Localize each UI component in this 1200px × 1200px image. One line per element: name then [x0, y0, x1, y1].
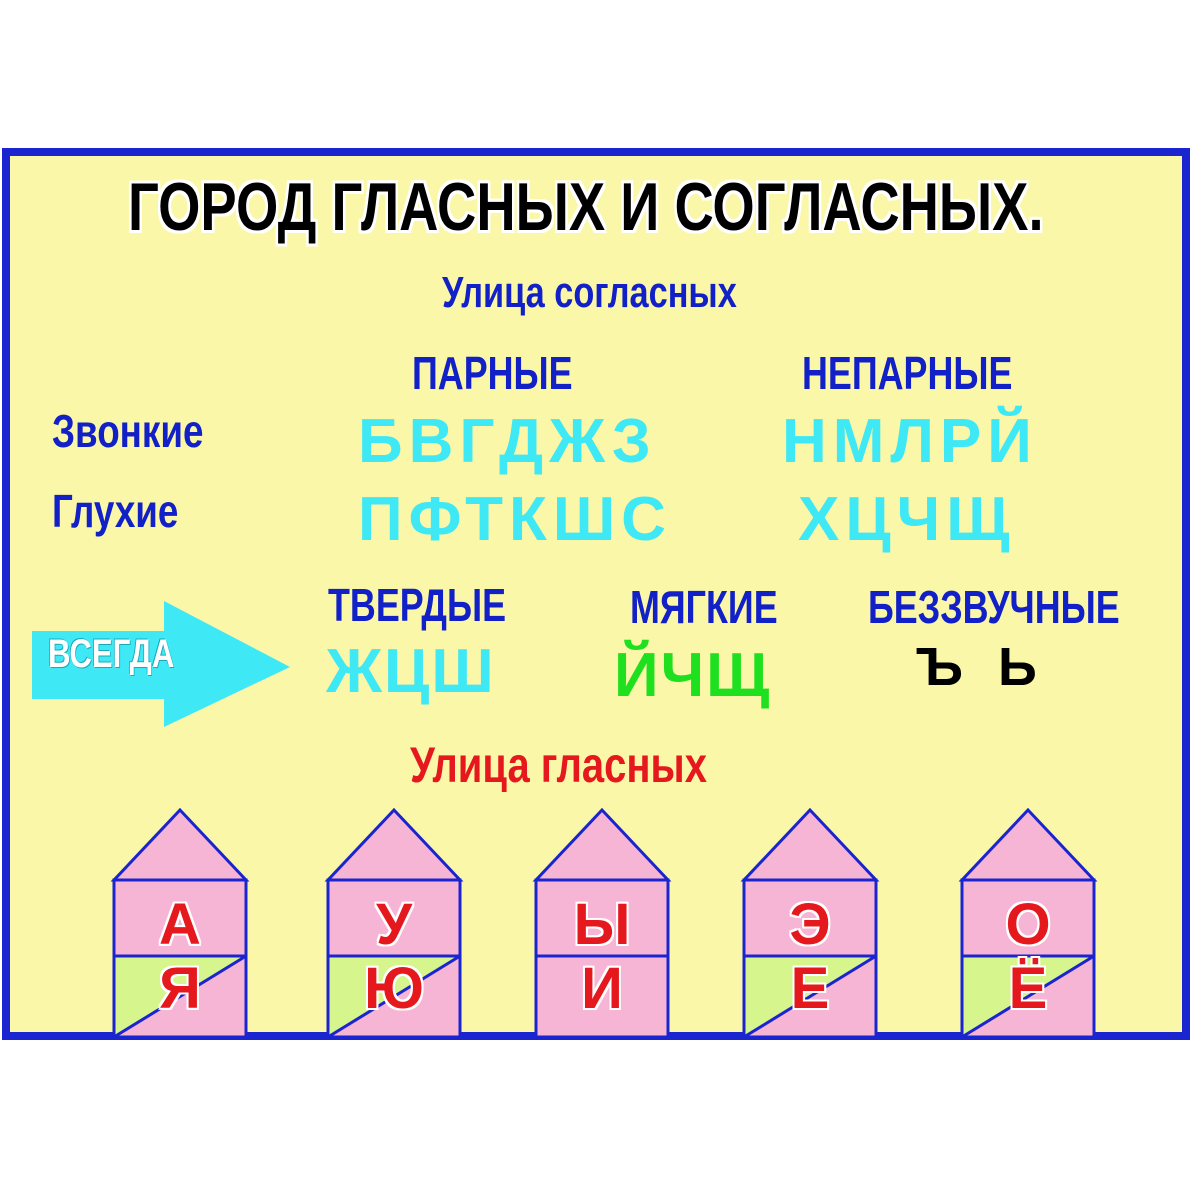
unpaired-voiced-letters: НМЛРЙ	[782, 407, 1038, 476]
house-icon	[740, 808, 880, 1039]
paired-voiceless-letters: ПФТКШС	[358, 485, 672, 554]
always-label: ВСЕГДА	[48, 632, 175, 676]
hard-heading: ТВЕРДЫЕ	[328, 579, 507, 631]
consonant-street-heading: Улица согласных	[442, 268, 737, 317]
vowel-street-heading: Улица гласных	[410, 737, 707, 793]
vowel-house: Э Е	[740, 808, 880, 1040]
vowel-top: О	[1005, 892, 1051, 957]
arrow-right-icon	[32, 601, 290, 727]
vowel-bottom: Е	[790, 956, 830, 1021]
paired-heading: ПАРНЫЕ	[412, 347, 573, 399]
vowel-top: У	[375, 892, 413, 957]
paired-voiced-letters: БВГДЖЗ	[358, 407, 657, 476]
soft-letters: ЙЧЩ	[614, 641, 772, 710]
page-title: ГОРОД ГЛАСНЫХ И СОГЛАСНЫХ.	[128, 169, 1044, 245]
unpaired-voiceless-letters: ХЦЧЩ	[798, 485, 1016, 554]
soft-heading: МЯГКИЕ	[630, 581, 778, 633]
vowel-bottom: Ё	[1008, 956, 1048, 1021]
voiced-row-label: Звонкие	[52, 405, 204, 457]
unpaired-heading: НЕПАРНЫЕ	[802, 347, 1013, 399]
vowel-bottom: И	[581, 956, 623, 1021]
silent-letters: Ъ Ь	[916, 637, 1047, 697]
house-icon	[110, 808, 250, 1039]
voiceless-row-label: Глухие	[52, 485, 179, 537]
vowel-house: А Я	[110, 808, 250, 1040]
house-icon	[324, 808, 464, 1039]
poster-frame: ГОРОД ГЛАСНЫХ И СОГЛАСНЫХ. Улица согласн…	[2, 148, 1190, 1040]
vowel-top: Ы	[573, 892, 631, 957]
vowel-house: У Ю	[324, 808, 464, 1040]
vowel-house: Ы И	[532, 808, 672, 1040]
hard-letters: ЖЦШ	[326, 637, 496, 706]
house-icon	[958, 808, 1098, 1039]
vowel-top: Э	[789, 892, 831, 957]
vowel-bottom: Ю	[364, 956, 424, 1021]
house-icon	[532, 808, 672, 1039]
vowel-top: А	[159, 892, 201, 957]
silent-heading: БЕЗЗВУЧНЫЕ	[868, 581, 1120, 633]
vowel-bottom: Я	[159, 956, 201, 1021]
vowel-house: О Ё	[958, 808, 1098, 1040]
